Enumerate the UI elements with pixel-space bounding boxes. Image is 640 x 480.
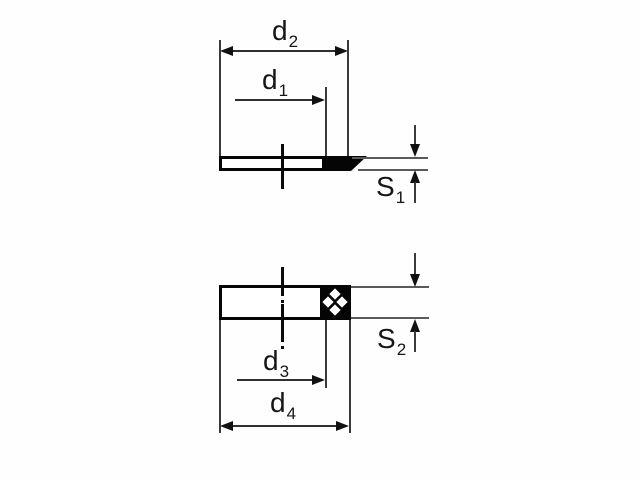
d4-arrowhead-right-icon <box>336 421 349 431</box>
s1-label-subscript: 1 <box>395 188 406 207</box>
s2-reference-line-bottom <box>351 317 429 319</box>
d2-dimension-line <box>231 50 337 52</box>
washer2-centerline-dot <box>281 300 284 303</box>
s1-reference-line-top <box>352 157 428 159</box>
s1-arrowhead-up-icon <box>410 170 420 183</box>
d4-label-base: d <box>270 387 286 418</box>
d3-label-subscript: 3 <box>279 362 290 381</box>
s2-arrow-up-line <box>414 331 416 352</box>
d1-dimension-label: d1 <box>262 64 288 100</box>
s1-reference-line-bottom <box>358 169 428 171</box>
washer2-elastomer-insert <box>320 285 351 320</box>
d2-label-base: d <box>272 15 288 46</box>
s1-label-base: S <box>376 171 395 202</box>
s1-arrowhead-down-icon <box>410 144 420 157</box>
d2-arrowhead-left-icon <box>220 46 233 56</box>
d4-extension-line-right <box>349 320 351 433</box>
d2-arrowhead-right-icon <box>335 46 348 56</box>
s1-arrow-down-line <box>414 125 416 147</box>
d4-arrowhead-left-icon <box>220 421 233 431</box>
d4-dimension-label: d4 <box>270 387 296 423</box>
washer1-section-fill <box>322 156 351 171</box>
s2-label-base: S <box>377 323 396 354</box>
d1-arrowhead-icon <box>312 95 325 105</box>
d3-label-base: d <box>263 345 279 376</box>
washer1-centerline <box>281 144 284 189</box>
elastomer-hatch-dot <box>336 296 348 308</box>
d1-label-base: d <box>262 64 278 95</box>
d4-label-subscript: 4 <box>286 404 297 423</box>
d2-label-subscript: 2 <box>288 32 299 51</box>
d3-arrowhead-icon <box>312 375 325 385</box>
d1-extension-line <box>325 87 327 157</box>
d3-dimension-line <box>237 379 314 381</box>
washer2-centerline-dash <box>281 304 284 342</box>
d2-dimension-label: d2 <box>272 15 298 51</box>
elastomer-hatch-dot <box>329 304 341 316</box>
s2-arrowhead-down-icon <box>410 274 420 287</box>
s2-arrow-down-line <box>414 253 416 276</box>
d2-extension-line-right <box>347 40 349 156</box>
s1-arrow-up-line <box>414 182 416 203</box>
d3-dimension-label: d3 <box>263 345 289 381</box>
d2-extension-line-left <box>219 40 221 156</box>
s2-label-subscript: 2 <box>396 340 407 359</box>
d4-extension-line-left <box>219 320 221 433</box>
s2-reference-line-top <box>351 286 429 288</box>
d3-extension-line <box>325 320 327 388</box>
washer1-section-tip <box>351 156 367 171</box>
d1-label-subscript: 1 <box>278 81 289 100</box>
d4-dimension-line <box>232 425 336 427</box>
s1-dimension-label: S1 <box>376 171 405 207</box>
s2-arrowhead-up-icon <box>410 319 420 332</box>
d1-dimension-line <box>235 99 314 101</box>
washer2-centerline-dot <box>281 346 284 349</box>
s2-dimension-label: S2 <box>377 323 406 359</box>
washer2-centerline-dash <box>281 267 284 296</box>
